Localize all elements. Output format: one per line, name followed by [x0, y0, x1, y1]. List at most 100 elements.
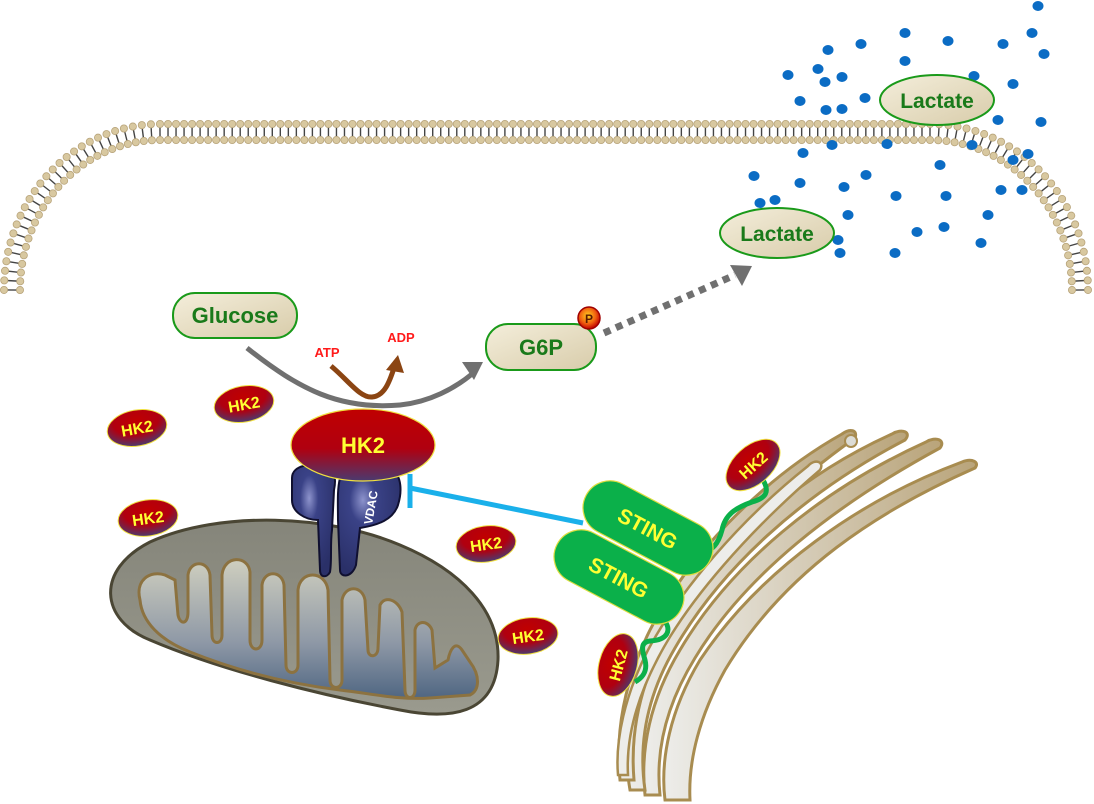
lipid-head [43, 196, 52, 205]
sting-protein-top: STING [582, 480, 714, 576]
hk2-free-label: HK2 [227, 394, 262, 416]
lipid-head [597, 135, 606, 144]
lipid-head [66, 170, 75, 179]
lactate-dot [997, 39, 1009, 49]
lactate-dot [899, 56, 911, 66]
lipid-head [869, 135, 878, 144]
lactate-dot [834, 248, 846, 258]
lipid-head [70, 147, 79, 156]
lipid-head [1027, 158, 1036, 167]
lipid-head [268, 135, 277, 144]
lipid-head [837, 135, 846, 144]
lipid-head [300, 120, 309, 129]
lipid-head [962, 124, 971, 133]
lipid-head [645, 120, 654, 129]
lipid-head [508, 120, 517, 129]
lipid-head [1048, 210, 1057, 219]
lactate-dot [820, 105, 832, 115]
lipid-head [364, 135, 373, 144]
lipid-head [16, 211, 25, 220]
lipid-head [62, 153, 71, 162]
lipid-head [396, 135, 405, 144]
lipid-head [164, 120, 173, 129]
lipid-head [492, 135, 501, 144]
lipid-head [332, 120, 341, 129]
lipid-head [565, 135, 574, 144]
lipid-head [1079, 247, 1088, 256]
lipid-head [524, 120, 533, 129]
hk2-bound-label: HK2 [341, 433, 385, 458]
lipid-head [460, 135, 469, 144]
lipid-head [516, 120, 525, 129]
g6p-label: G6P [519, 335, 563, 360]
lipid-head [236, 120, 245, 129]
lipid-head [1062, 203, 1071, 212]
hk2-er-tether-top [703, 478, 769, 555]
lipid-head [693, 120, 702, 129]
lactate-dot [754, 198, 766, 208]
lipid-head [1039, 196, 1048, 205]
lipid-head [997, 137, 1006, 146]
lipid-head [893, 120, 902, 129]
lipid-head [268, 120, 277, 129]
lipid-head [877, 120, 886, 129]
lipid-head [677, 120, 686, 129]
lactate-dot [881, 139, 893, 149]
lipid-head [1044, 203, 1053, 212]
lipid-head [164, 135, 173, 144]
lipid-head [348, 135, 357, 144]
lipid-head [685, 135, 694, 144]
lactate-dot [966, 140, 978, 150]
lipid-head [188, 135, 197, 144]
lipid-head [428, 135, 437, 144]
atp-adp-arrow [329, 364, 397, 400]
lipid-head [6, 238, 15, 247]
lipid-head [48, 189, 57, 198]
hk2-free-2: HK2 [213, 385, 275, 423]
lipid-head [821, 135, 830, 144]
lipid-head [829, 120, 838, 129]
lactate-dot [797, 148, 809, 158]
lactate-dot [859, 93, 871, 103]
lipid-head [428, 120, 437, 129]
lipid-head [404, 120, 413, 129]
lipid-head [1056, 226, 1065, 235]
lipid-head [1023, 176, 1032, 185]
lipid-head [971, 127, 980, 136]
lipid-head [324, 120, 333, 129]
lipid-head [396, 120, 405, 129]
lipid-head [709, 120, 718, 129]
lactate-dot [992, 115, 1004, 125]
lipid-head [1082, 266, 1091, 275]
lipid-head [717, 135, 726, 144]
lipid-head [94, 133, 103, 142]
lipid-head [861, 120, 870, 129]
lipid-head [988, 133, 997, 142]
lipid-head [300, 135, 309, 144]
lipid-head [549, 120, 558, 129]
lipid-head [284, 135, 293, 144]
lipid-head [30, 187, 39, 196]
lipid-head [853, 120, 862, 129]
lipid-head [950, 138, 959, 147]
lipid-head [1034, 189, 1043, 198]
lipid-head [460, 120, 469, 129]
lipid-head [581, 135, 590, 144]
lipid-head [15, 286, 24, 295]
lipid-head [16, 277, 25, 286]
lipid-head [541, 120, 550, 129]
hk2-free-5: HK2 [497, 617, 559, 655]
lactate-dot [826, 140, 838, 150]
lipid-head [821, 120, 830, 129]
lipid-head [733, 135, 742, 144]
lipid-head [18, 259, 27, 268]
lipid-head [557, 120, 566, 129]
lipid-head [741, 135, 750, 144]
lipid-head [228, 135, 237, 144]
hk2-bound-to-vdac: HK2 [290, 408, 436, 482]
lipid-head [42, 172, 51, 181]
lipid-head [805, 120, 814, 129]
lipid-head [1047, 179, 1056, 188]
lipid-head [741, 120, 750, 129]
lipid-head [476, 135, 485, 144]
